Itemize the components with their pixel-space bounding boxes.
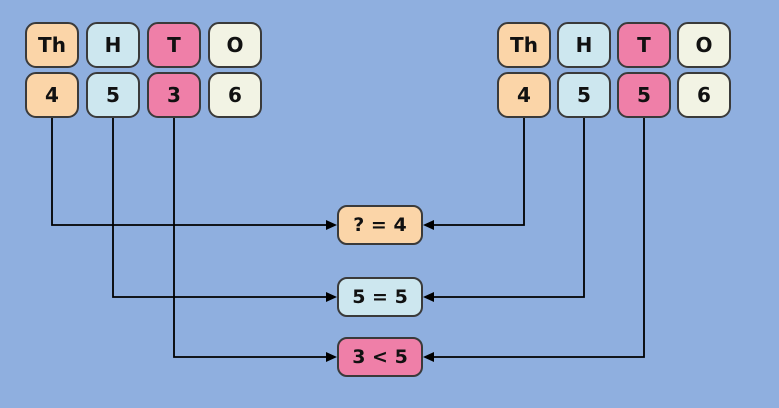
arrowhead-left-tens xyxy=(326,352,337,362)
arrowhead-left-thousands xyxy=(326,220,337,230)
arrow-line-left-hundreds xyxy=(112,117,326,298)
arrow-line-left-thousands xyxy=(51,117,326,226)
right-label-hundreds: H xyxy=(557,22,611,68)
arrowhead-right-hundreds xyxy=(423,292,434,302)
right-digit-tens: 5 xyxy=(617,72,671,118)
left-digit-ones: 6 xyxy=(208,72,262,118)
left-label-ones: O xyxy=(208,22,262,68)
comparison-box-hundreds: 5 = 5 xyxy=(337,277,423,317)
right-label-ones: O xyxy=(677,22,731,68)
left-label-tens: T xyxy=(147,22,201,68)
left-label-thousands: Th xyxy=(25,22,79,68)
arrowhead-right-thousands xyxy=(423,220,434,230)
arrow-line-right-tens xyxy=(434,117,645,358)
comparison-box-thousands: ? = 4 xyxy=(337,205,423,245)
right-label-tens: T xyxy=(617,22,671,68)
arrowhead-right-tens xyxy=(423,352,434,362)
right-label-thousands: Th xyxy=(497,22,551,68)
arrow-line-left-tens xyxy=(173,117,326,358)
left-digit-hundreds: 5 xyxy=(86,72,140,118)
right-digit-thousands: 4 xyxy=(497,72,551,118)
arrow-line-right-hundreds xyxy=(434,117,585,298)
comparison-box-tens: 3 < 5 xyxy=(337,337,423,377)
right-digit-hundreds: 5 xyxy=(557,72,611,118)
left-label-hundreds: H xyxy=(86,22,140,68)
left-digit-tens: 3 xyxy=(147,72,201,118)
arrowhead-left-hundreds xyxy=(326,292,337,302)
left-digit-thousands: 4 xyxy=(25,72,79,118)
right-digit-ones: 6 xyxy=(677,72,731,118)
arrow-line-right-thousands xyxy=(434,117,525,226)
